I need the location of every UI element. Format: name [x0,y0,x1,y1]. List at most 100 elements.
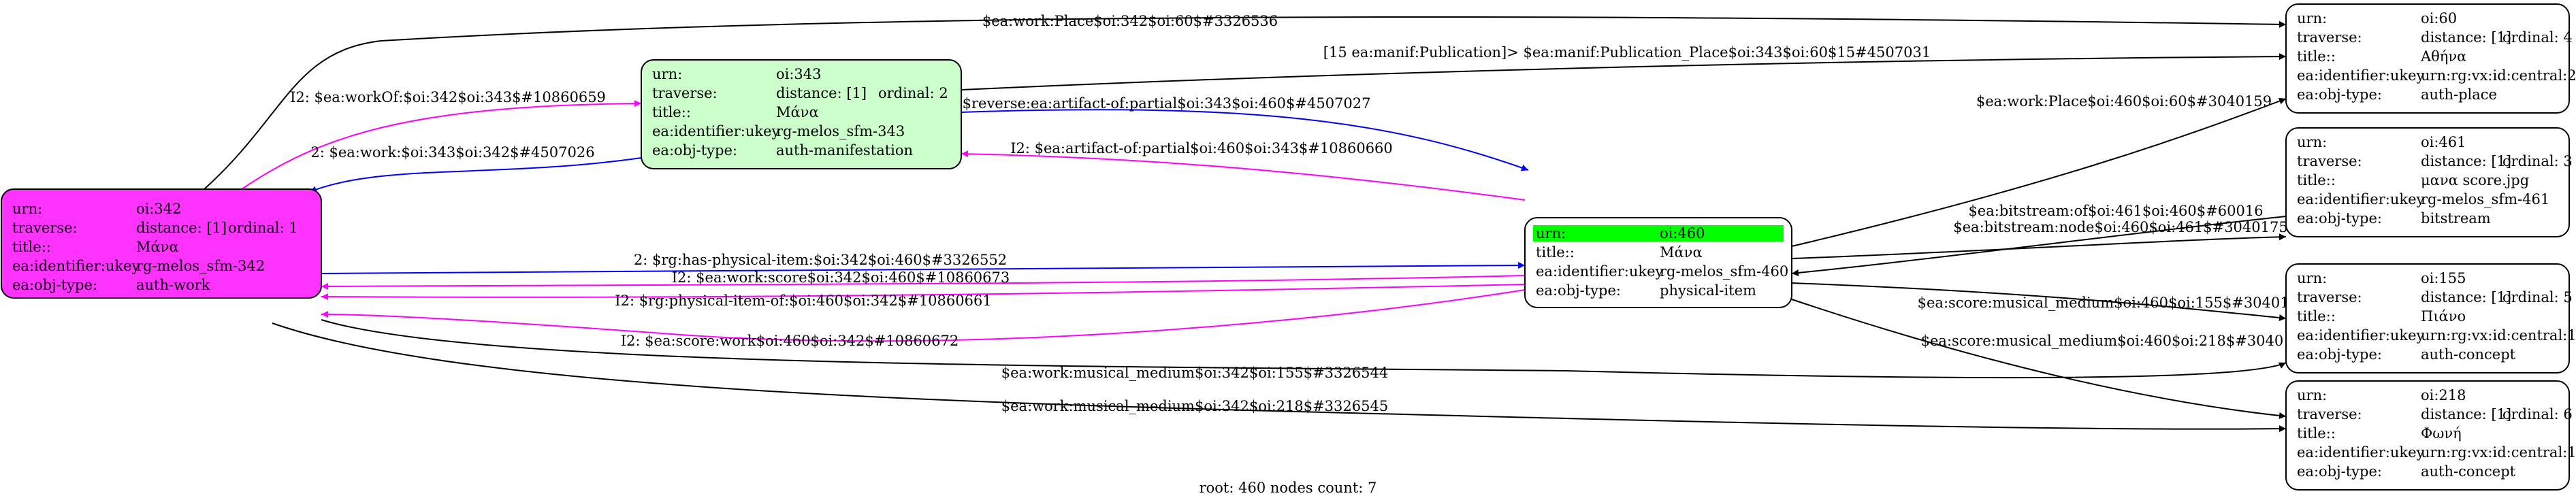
node-460-type-label: ea:obj-type: [1536,282,1621,299]
node-343-ukey: rg-melos_sfm-343 [776,123,905,139]
edge-physical-item-of[interactable] [321,284,1526,301]
node-461[interactable]: urn: oi:461 traverse: distance: [1] ordi… [2285,127,2573,237]
node-460-title: Μάνα [1660,244,1703,261]
edge-reverse-artifact[interactable] [961,109,1529,171]
node-218[interactable]: urn: oi:218 traverse: distance: [1] ordi… [2285,380,2576,491]
edge-score-mm-218[interactable] [1791,299,2287,419]
node-60-type-label: ea:obj-type: [2297,86,2382,103]
node-461-urn: oi:461 [2421,134,2466,150]
node-460-urn-highlight [1533,225,1784,242]
node-343-box[interactable] [641,59,962,169]
node-60-box[interactable] [2285,3,2570,114]
node-155-urn: oi:155 [2421,270,2466,286]
node-218-urn-label: urn: [2297,387,2327,403]
node-60-ordinal: ordinal: 4 [2502,29,2573,46]
node-218-type: auth-concept [2421,463,2516,480]
node-461-type: bitstream [2421,210,2491,227]
node-60-title: Αθήνα [2420,48,2466,65]
edge-label-physical-item-of: I2: $rg:physical-item-of:$oi:460$oi:342$… [615,293,991,309]
node-218-box[interactable] [2285,380,2570,491]
edge-label-score-mm-218: $ea:score:musical_medium$oi:460$oi:218$#… [1921,333,2311,349]
node-343-type: auth-manifestation [776,142,913,159]
node-460-ukey-label: ea:identifier:ukey [1536,263,1664,280]
node-155-type-label: ea:obj-type: [2297,346,2382,363]
node-460-urn: oi:460 [1660,225,1705,242]
node-60-title-label: title:: [2297,48,2336,65]
node-343[interactable]: urn: oi:343 traverse: distance: [1] ordi… [641,59,962,169]
edge-label-work-place-342: $ea:work:Place$oi:342$oi:60$#3326536 [982,13,1278,29]
edge-work-place-342[interactable] [204,16,2287,190]
node-343-title: Μάνα [776,104,819,120]
node-218-urn: oi:218 [2421,387,2466,403]
node-342-box[interactable] [1,188,322,299]
edge-work-mm-155[interactable] [321,319,2287,379]
edge-label-score-work: I2: $ea:score:work$oi:460$oi:342$#108606… [621,333,959,349]
node-155-distance: distance: [1] [2421,289,2511,305]
edge-bitstream-of[interactable] [1791,216,2287,276]
node-155[interactable]: urn: oi:155 traverse: distance: [1] ordi… [2285,263,2576,374]
edge-score-mm-155[interactable] [1791,282,2287,321]
edge-label-artifact-of-partial: I2: $ea:artifact-of:partial$oi:460$oi:34… [1010,140,1393,156]
node-218-type-label: ea:obj-type: [2297,463,2382,480]
node-460-type: physical-item [1660,282,1756,299]
edge-work-place-460[interactable] [1791,97,2287,247]
node-218-title-label: title:: [2297,425,2336,442]
node-461-ukey-label: ea:identifier:ukey [2297,191,2425,208]
node-60-ukey-label: ea:identifier:ukey [2297,67,2425,84]
edge-label-reverse-artifact: 2: $reverse:ea:artifact-of:partial$oi:34… [944,95,1371,112]
node-461-urn-label: urn: [2297,134,2327,150]
edge-work-343-342[interactable] [309,157,642,193]
edge-label-work-place-460: $ea:work:Place$oi:460$oi:60$#3040159 [1976,93,2272,110]
node-342-ukey-label: ea:identifier:ukey [12,258,140,274]
node-155-ordinal: ordinal: 5 [2502,289,2573,305]
node-155-type: auth-concept [2421,346,2516,363]
node-461-title: μανα score.jpg [2421,172,2529,188]
node-343-title-label: title:: [652,104,691,120]
edge-score-work[interactable] [321,289,1526,342]
edge-manif-publication[interactable] [961,53,2287,90]
node-342-type: auth-work [136,277,210,293]
node-218-ordinal: ordinal: 6 [2502,406,2573,422]
edge-work-score[interactable] [321,275,1526,290]
graph-footer: root: 460 nodes count: 7 [1200,480,1377,496]
node-218-ukey: urn:rg:vx:id:central:145 [2421,444,2576,461]
node-155-traverse-label: traverse: [2297,289,2362,305]
edges: $ea:work:Place$oi:342$oi:60$#3326536 [15… [204,13,2311,433]
node-155-title-label: title:: [2297,308,2336,325]
node-60-urn: oi:60 [2421,10,2457,27]
node-60-type: auth-place [2421,86,2497,103]
node-155-ukey: urn:rg:vx:id:central:136 [2421,327,2576,344]
node-218-ukey-label: ea:identifier:ukey [2297,444,2425,461]
node-461-box[interactable] [2285,127,2570,237]
node-342[interactable]: urn: oi:342 traverse: distance: [1] ordi… [1,188,322,299]
edge-bitstream-node[interactable] [1791,233,2287,259]
node-342-traverse-label: traverse: [12,220,78,236]
node-343-traverse-label: traverse: [652,85,718,101]
node-342-title-label: title:: [12,239,51,255]
node-461-distance: distance: [1] [2421,153,2511,169]
node-460-title-label: title:: [1536,244,1575,261]
node-460[interactable]: urn: oi:460 title:: Μάνα ea:identifier:u… [1524,217,1792,308]
node-461-traverse-label: traverse: [2297,153,2362,169]
edge-label-work-343-342: 2: $ea:work:$oi:343$oi:342$#4507026 [310,144,594,161]
node-343-ordinal: ordinal: 2 [878,85,948,101]
node-461-ordinal: ordinal: 3 [2502,153,2573,169]
edge-label-manif-publication: [15 ea:manif:Publication]> $ea:manif:Pub… [1323,44,1931,61]
node-461-type-label: ea:obj-type: [2297,210,2382,227]
node-343-type-label: ea:obj-type: [652,142,737,159]
edge-label-work-score: I2: $ea:work:score$oi:342$oi:460$#108606… [672,269,1010,286]
edge-label-work-of: I2: $ea:workOf:$oi:342$oi:343$#10860659 [290,89,606,105]
node-461-ukey: rg-melos_sfm-461 [2421,191,2549,208]
node-218-traverse-label: traverse: [2297,406,2362,422]
edge-work-mm-218[interactable] [272,322,2287,433]
node-60-traverse-label: traverse: [2297,29,2362,46]
node-60[interactable]: urn: oi:60 traverse: distance: [1] ordin… [2285,3,2576,114]
node-342-distance: distance: [1] [136,220,227,236]
node-155-box[interactable] [2285,263,2570,374]
node-155-ukey-label: ea:identifier:ukey [2297,327,2425,344]
edge-work-of[interactable] [241,100,642,190]
node-343-urn-label: urn: [652,66,682,82]
node-460-ukey: rg-melos_sfm-460 [1660,263,1788,280]
edge-artifact-of-partial[interactable] [961,150,1526,201]
node-342-title: Μάνα [136,239,179,255]
